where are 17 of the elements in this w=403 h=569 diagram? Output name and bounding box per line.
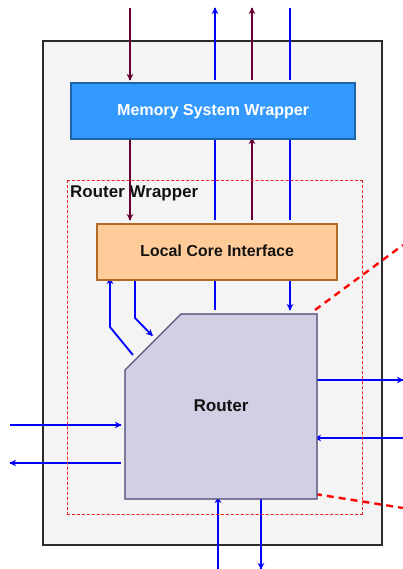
- signal-arrow: [126, 8, 134, 81]
- signal-arrow: [248, 137, 256, 220]
- module-box: Memory System Wrapper: [70, 82, 356, 140]
- module-box: Local Core Interface: [96, 223, 338, 281]
- signal-arrow: [126, 138, 134, 221]
- signal-arrow: [286, 278, 294, 311]
- signal-arrow: [9, 460, 121, 466]
- signal-arrow: [212, 7, 218, 80]
- signal-arrow: [258, 497, 264, 569]
- signal-arrow: [315, 376, 403, 384]
- signal-arrow: [134, 278, 154, 336]
- router-label: Router: [194, 396, 248, 416]
- signal-arrow: [10, 422, 122, 428]
- container-box: [42, 40, 383, 546]
- signal-arrow: [248, 7, 256, 80]
- wrapper-boundary: [67, 180, 363, 515]
- zoom-line: [314, 244, 403, 311]
